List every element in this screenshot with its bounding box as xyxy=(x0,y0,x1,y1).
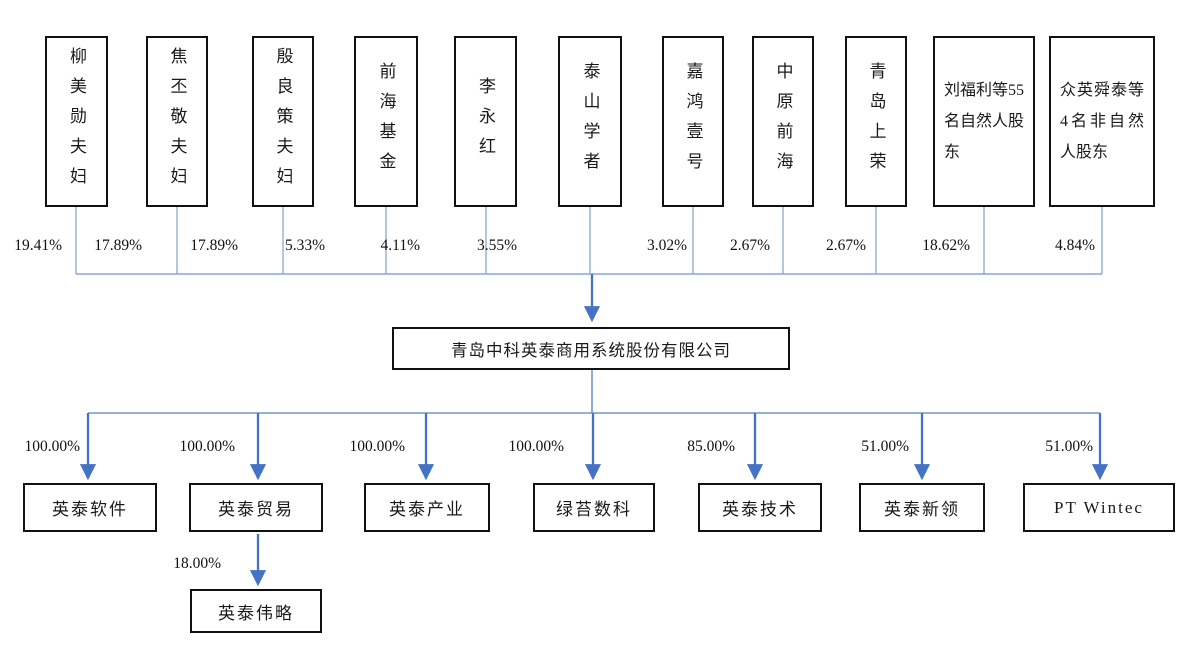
subsidiary-arrows xyxy=(79,413,1109,481)
subsidiary-name: PT Wintec xyxy=(1054,497,1144,517)
subsidiary-percent-7: 51.00% xyxy=(1045,438,1093,455)
shareholder-name: 嘉鸿壹号 xyxy=(683,61,703,182)
subsidiary-box-5: 英泰技术 xyxy=(698,483,822,532)
shareholder-percent-2: 17.89% xyxy=(94,237,142,254)
shareholder-box-10: 刘福利等55名自然人股东 xyxy=(933,36,1035,207)
subsidiary-name: 英泰技术 xyxy=(722,500,798,519)
shareholder-percent-5: 4.11% xyxy=(380,237,420,254)
subsidiary-percent-6: 51.00% xyxy=(861,438,909,455)
shareholder-box-5: 李永红 xyxy=(454,36,517,207)
subsidiary-name: 绿苔数科 xyxy=(556,500,632,519)
shareholder-percent-9: 2.67% xyxy=(825,237,866,254)
sub-subsidiary-percent: 18.00% xyxy=(173,555,221,572)
shareholder-percent-3: 17.89% xyxy=(190,237,238,254)
subsidiary-name: 英泰贸易 xyxy=(218,500,294,519)
shareholder-percent-11: 4.84% xyxy=(1054,237,1095,254)
subsidiary-box-6: 英泰新领 xyxy=(859,483,985,532)
shareholder-box-1: 柳美勋夫妇 xyxy=(45,36,108,207)
shareholder-name: 殷良策夫妇 xyxy=(273,46,293,197)
shareholder-percent-1: 19.41% xyxy=(14,237,62,254)
shareholder-name: 青岛上荣 xyxy=(866,61,886,182)
company-box: 青岛中科英泰商用系统股份有限公司 xyxy=(392,327,790,370)
subsidiary-name: 英泰产业 xyxy=(389,500,465,519)
subsidiary-name: 英泰新领 xyxy=(884,500,960,519)
shareholder-name: 柳美勋夫妇 xyxy=(67,46,86,197)
subsidiary-percent-4: 100.00% xyxy=(508,438,564,455)
shareholder-name: 前海基金 xyxy=(376,61,396,182)
subsidiary-box-4: 绿苔数科 xyxy=(533,483,655,532)
shareholder-name: 李永红 xyxy=(476,76,495,167)
shareholder-name: 刘福利等55名自然人股东 xyxy=(944,81,1025,162)
subsidiary-box-2: 英泰贸易 xyxy=(189,483,323,532)
sub-subsidiary-box: 英泰伟略 xyxy=(190,589,322,633)
shareholder-box-9: 青岛上荣 xyxy=(845,36,907,207)
shareholder-name: 泰山学者 xyxy=(580,61,600,182)
shareholder-box-2: 焦丕敬夫妇 xyxy=(146,36,208,207)
shareholder-name: 焦丕敬夫妇 xyxy=(167,46,187,197)
shareholder-percent-6: 3.55% xyxy=(476,237,517,254)
shareholder-name: 中原前海 xyxy=(773,61,793,182)
shareholder-percent-8: 2.67% xyxy=(729,237,770,254)
shareholder-percent-7: 3.02% xyxy=(646,237,687,254)
subsidiary-percent-5: 85.00% xyxy=(687,438,735,455)
shareholder-percent-10: 18.62% xyxy=(922,237,970,254)
shareholder-box-6: 泰山学者 xyxy=(558,36,622,207)
shareholder-box-7: 嘉鸿壹号 xyxy=(662,36,724,207)
subsidiary-box-7: PT Wintec xyxy=(1023,483,1175,532)
subsidiary-percent-3: 100.00% xyxy=(349,438,405,455)
subsidiary-percent-1: 100.00% xyxy=(24,438,80,455)
shareholder-percent-4: 5.33% xyxy=(284,237,325,254)
shareholder-box-11: 众英舜泰等4名非自然人股东 xyxy=(1049,36,1155,207)
shareholder-box-3: 殷良策夫妇 xyxy=(252,36,314,207)
company-name: 青岛中科英泰商用系统股份有限公司 xyxy=(451,340,731,360)
sub-subsidiary-name: 英泰伟略 xyxy=(218,603,294,623)
subsidiary-name: 英泰软件 xyxy=(52,500,128,519)
shareholder-name: 众英舜泰等4名非自然人股东 xyxy=(1060,81,1144,162)
shareholder-box-8: 中原前海 xyxy=(752,36,814,207)
shareholder-box-4: 前海基金 xyxy=(354,36,418,207)
subsidiary-box-3: 英泰产业 xyxy=(364,483,490,532)
subsidiary-box-1: 英泰软件 xyxy=(23,483,157,532)
subsidiary-percent-2: 100.00% xyxy=(179,438,235,455)
